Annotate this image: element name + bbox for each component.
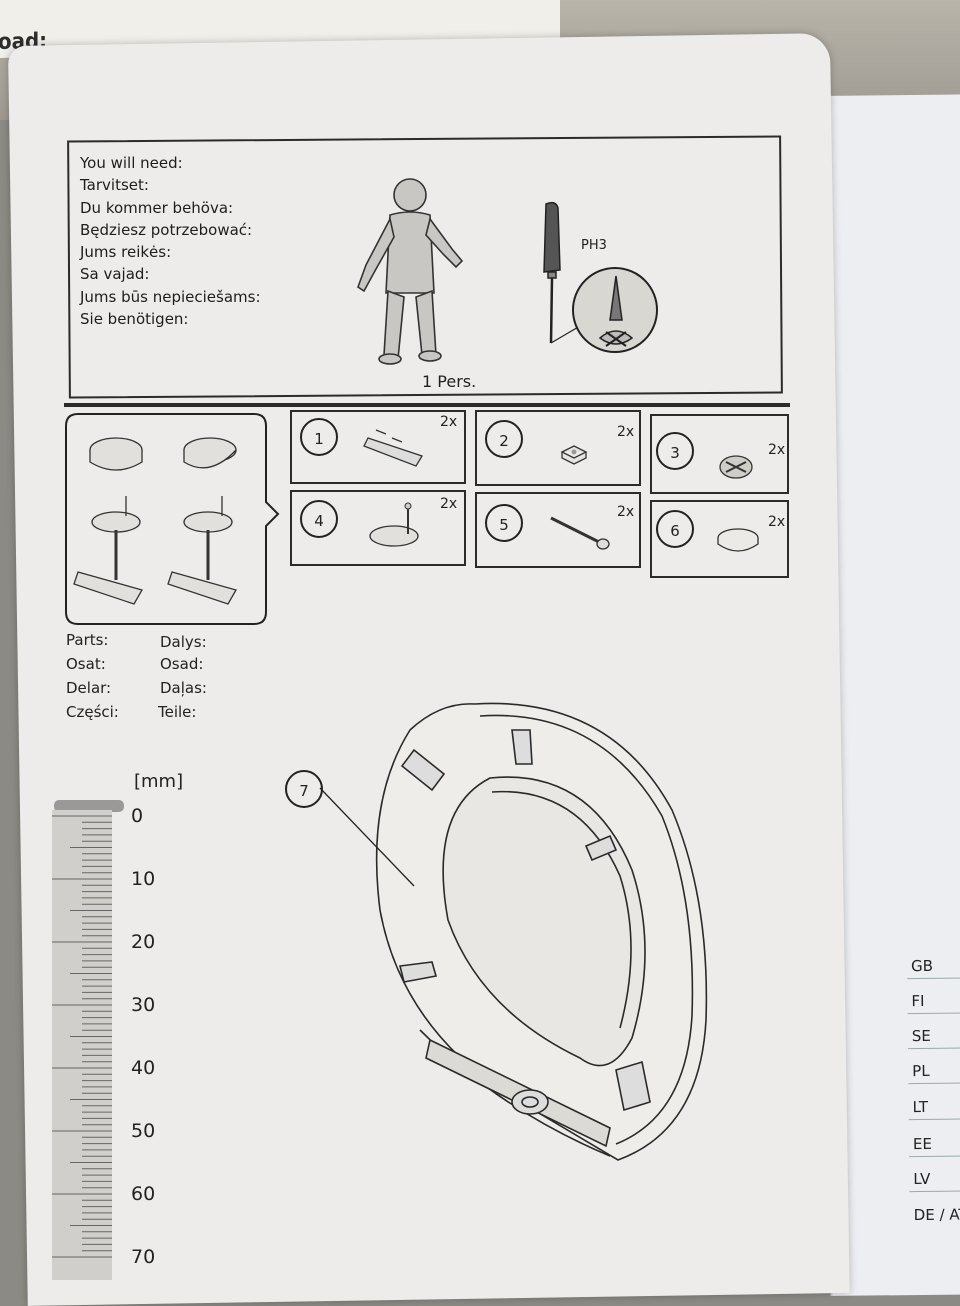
square-nut-icon (560, 445, 588, 465)
parts-section-top (64, 403, 790, 407)
lang-divider (909, 1155, 960, 1158)
persons-required: 1 Pers. (422, 372, 477, 391)
lang-divider (907, 977, 960, 980)
parts-label: Części: (66, 703, 119, 721)
ruler-mark: 30 (131, 994, 156, 1016)
need-line: You will need: (80, 154, 183, 172)
parts-label: Teile: (158, 703, 197, 721)
screwdriver-icon (543, 201, 658, 353)
lang-lt: LT (912, 1097, 929, 1117)
part-1-box: 1 2x (290, 410, 466, 484)
ruler-unit: [mm] (134, 771, 184, 792)
part-number: 4 (300, 500, 338, 538)
lang-pl: PL (912, 1061, 930, 1081)
lang-fi: FI (911, 991, 925, 1011)
need-line: Będziesz potrzebować: (80, 220, 253, 239)
part-qty: 2x (768, 514, 786, 530)
need-line: Tarvitset: (80, 176, 149, 195)
part-number: 6 (656, 510, 694, 548)
ruler-mark: 50 (131, 1120, 156, 1142)
part-number: 1 (300, 418, 338, 456)
lang-divider (907, 1047, 960, 1050)
part-number: 3 (656, 432, 694, 470)
need-line: Sa vajad: (80, 265, 150, 284)
nut-washer-icon (719, 455, 753, 479)
lang-divider (908, 1118, 960, 1121)
screwdriver-label: PH3 (581, 238, 607, 253)
part-qty: 2x (768, 442, 786, 458)
part-5-box: 5 2x (475, 492, 641, 568)
part-number: 5 (485, 504, 523, 542)
need-line: Sie benötigen: (80, 310, 189, 329)
leader-line (319, 787, 415, 887)
ruler-mark: 40 (131, 1057, 156, 1079)
lang-ee: EE (912, 1134, 933, 1154)
part-2-box: 2 2x (475, 410, 641, 486)
lang-lv: LV (913, 1169, 931, 1189)
parts-label: Dalys: (160, 633, 207, 651)
part-3-box: 3 2x (650, 414, 789, 494)
cap-cover-icon (717, 528, 759, 552)
parts-label: Osat: (66, 655, 106, 673)
parts-label: Delar: (66, 679, 112, 697)
hinge-base-icon (369, 502, 419, 547)
parts-assembled-panel (65, 413, 280, 625)
part-6-box: 6 2x (650, 500, 789, 578)
parts-label: Parts: (66, 631, 109, 649)
parts-label: Daļas: (160, 679, 207, 697)
need-line: Du kommer behöva: (80, 198, 234, 217)
lang-se: SE (911, 1026, 931, 1046)
lang-gb: GB (911, 956, 934, 976)
seat-number: 7 (285, 770, 323, 808)
lang-divider (908, 1082, 960, 1085)
hinge-bracket-icon (363, 429, 423, 467)
parts-label: Osad: (160, 655, 204, 673)
part-number: 2 (485, 420, 523, 458)
ruler-scale (52, 800, 124, 1280)
lang-divider (909, 1190, 960, 1193)
part-qty: 2x (440, 496, 458, 512)
you-will-need-list: You will need: Tarvitset: Du kommer behö… (80, 152, 261, 330)
toilet-seat-illustration (319, 702, 708, 1161)
part-qty: 2x (440, 414, 458, 430)
part-qty: 2x (617, 424, 635, 440)
ruler-mark: 60 (131, 1183, 156, 1205)
need-line: Jums reikės: (80, 243, 172, 262)
ruler-mark: 70 (131, 1246, 156, 1268)
ruler-mark: 20 (131, 931, 156, 953)
person-icon (357, 178, 464, 365)
screw-icon (550, 516, 610, 550)
lang-divider (907, 1012, 960, 1015)
need-line: Jums būs nepieciešams: (80, 287, 261, 306)
part-4-box: 4 2x (290, 490, 466, 566)
ruler-mark: 10 (131, 868, 156, 890)
lang-de-at: DE / AT (913, 1205, 960, 1225)
ruler-mark: 0 (131, 805, 144, 827)
part-qty: 2x (617, 504, 635, 520)
